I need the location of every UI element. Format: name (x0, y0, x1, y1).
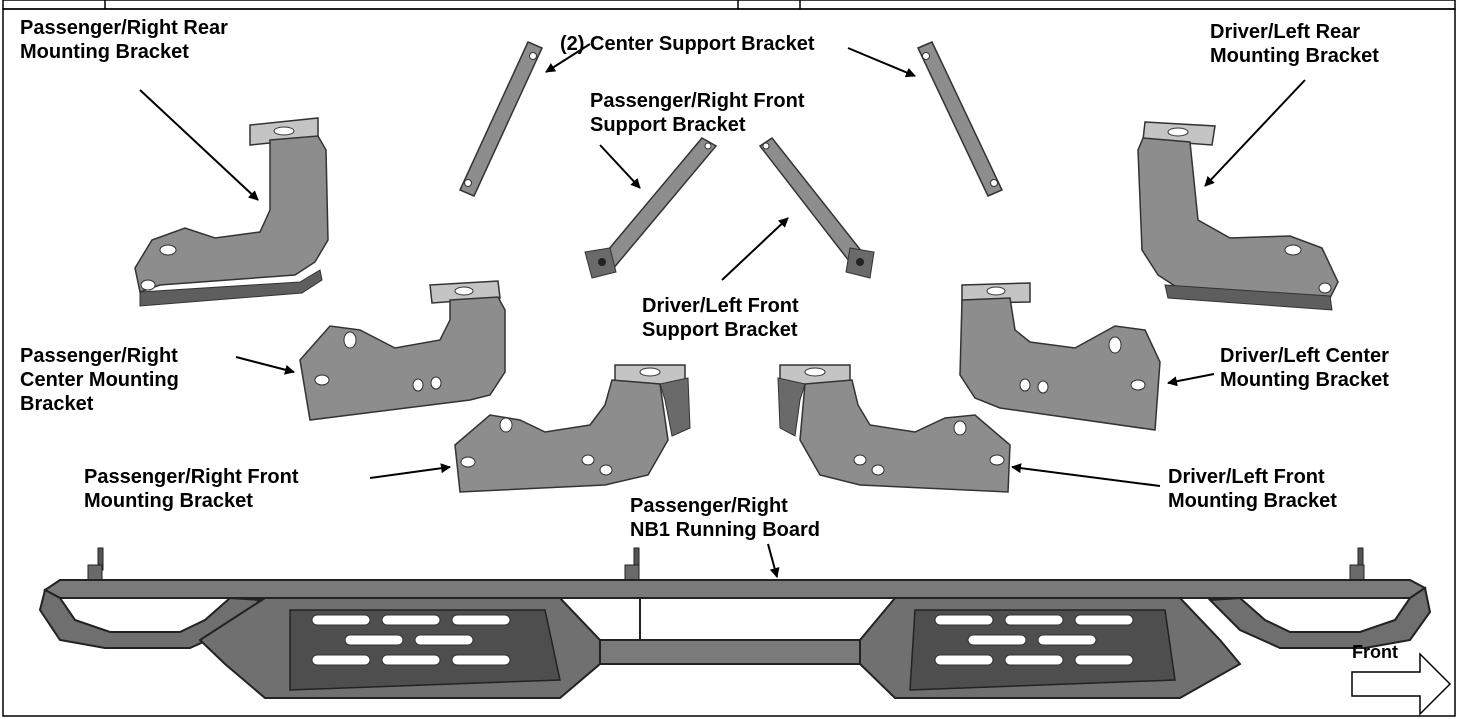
label-passenger-front-support-bracket: Passenger/Right Front Support Bracket (590, 90, 805, 136)
leader-center-support-left (545, 43, 591, 73)
passenger-front-support-bracket (584, 137, 718, 279)
label-center-support-bracket: (2) Center Support Bracket (560, 33, 815, 55)
center-support-bracket-left (458, 41, 544, 197)
label-driver-front-mounting-bracket: Driver/Left Front Mounting Bracket (1168, 466, 1337, 512)
label-passenger-center-mounting-bracket: Passenger/Right Center Mounting Bracket (20, 345, 179, 415)
passenger-rear-mounting-bracket (134, 117, 329, 307)
leader-passenger-front-support (599, 144, 641, 189)
leader-running-board (767, 543, 780, 578)
leader-arrows (139, 43, 1306, 578)
diagram-border (2, 8, 1456, 717)
front-arrow-icon (1351, 652, 1452, 716)
label-driver-front-support-bracket: Driver/Left Front Support Bracket (642, 295, 799, 341)
driver-rear-mounting-bracket (1137, 121, 1339, 311)
leader-driver-center (1167, 373, 1215, 387)
running-board (38, 547, 1432, 699)
passenger-center-mounting-bracket (299, 280, 506, 421)
leader-driver-front (1011, 463, 1161, 487)
label-driver-rear-mounting-bracket: Driver/Left Rear Mounting Bracket (1210, 21, 1379, 67)
label-driver-center-mounting-bracket: Driver/Left Center Mounting Bracket (1220, 345, 1389, 391)
leader-passenger-front (369, 463, 451, 479)
leader-driver-front-support (721, 217, 789, 281)
label-running-board: Passenger/Right NB1 Running Board (630, 495, 820, 541)
top-table-strip (2, 0, 1456, 10)
driver-front-support-bracket (758, 136, 875, 279)
leader-center-support-right (847, 47, 916, 78)
label-passenger-rear-mounting-bracket: Passenger/Right Rear Mounting Bracket (20, 17, 228, 63)
driver-center-mounting-bracket (959, 282, 1161, 431)
leader-passenger-rear (139, 89, 259, 201)
leader-passenger-center (235, 356, 295, 375)
driver-front-mounting-bracket (777, 364, 1011, 493)
center-support-bracket-right (916, 41, 1004, 197)
label-passenger-front-mounting-bracket: Passenger/Right Front Mounting Bracket (84, 466, 299, 512)
passenger-front-mounting-bracket (454, 364, 691, 493)
label-front: Front (1352, 642, 1398, 662)
leader-driver-rear (1204, 79, 1306, 187)
